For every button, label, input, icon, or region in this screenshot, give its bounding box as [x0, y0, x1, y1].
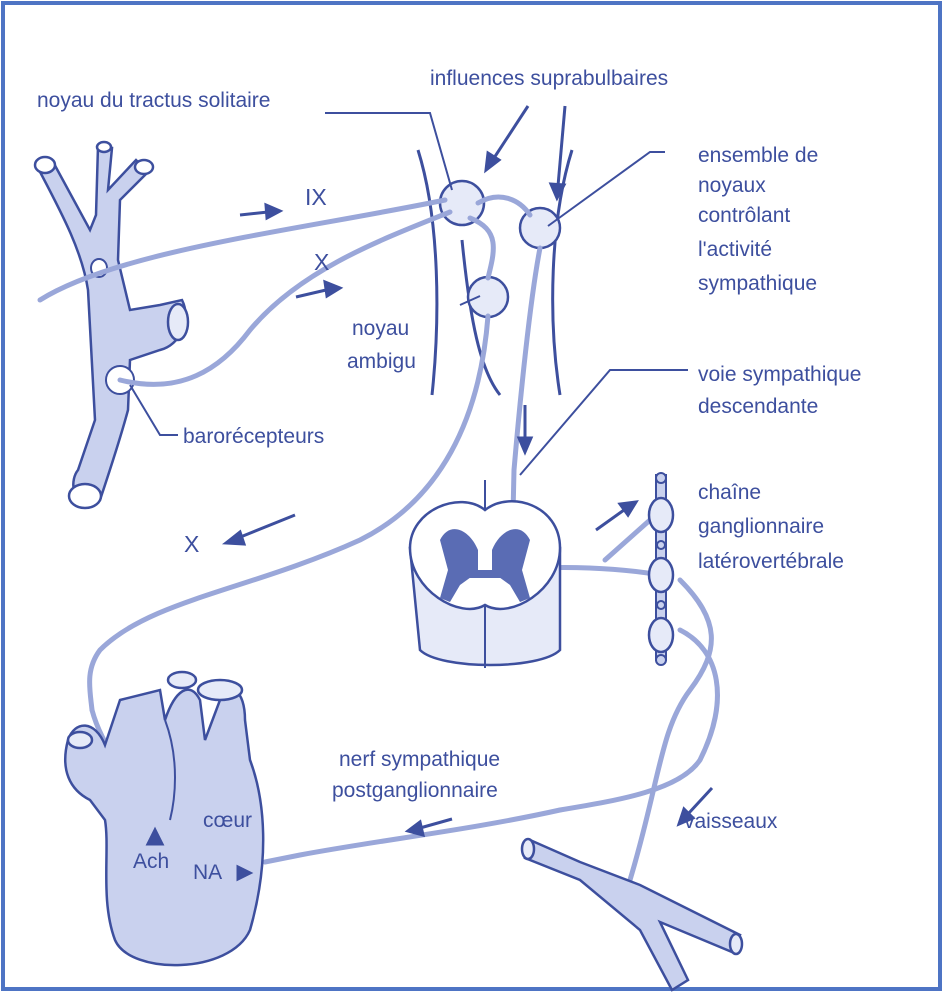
- label-coeur: cœur: [203, 809, 252, 832]
- label-noyau-ambigu-1: noyau: [352, 317, 409, 340]
- label-ensemble-2: noyaux: [698, 174, 766, 197]
- label-chaine-3: latérovertébrale: [698, 550, 844, 573]
- blood-vessel: [522, 839, 742, 990]
- label-ensemble-1: ensemble de: [698, 144, 818, 167]
- label-vaisseaux: vaisseaux: [684, 810, 778, 833]
- label-ach: Ach: [133, 850, 169, 873]
- label-barorecepteurs: barorécepteurs: [183, 425, 324, 448]
- carotid-artery: [35, 142, 188, 508]
- label-influences: influences suprabulbaires: [430, 67, 668, 90]
- label-x-upper: X: [314, 249, 329, 275]
- brainstem: [418, 150, 572, 395]
- label-noyau-ambigu-2: ambigu: [347, 350, 416, 373]
- label-chaine-2: ganglionnaire: [698, 515, 824, 538]
- label-nerf-1: nerf sympathique: [339, 748, 500, 771]
- label-voie-2: descendante: [698, 395, 818, 418]
- label-noyau-tractus: noyau du tractus solitaire: [37, 89, 270, 112]
- label-voie-1: voie sympathique: [698, 363, 861, 386]
- label-ix: IX: [305, 184, 327, 210]
- nucleus-ambiguus: [468, 277, 508, 317]
- ganglion-chain: [649, 473, 673, 665]
- label-na: NA: [193, 861, 222, 884]
- label-nerf-2: postganglionnaire: [332, 779, 498, 802]
- label-ensemble-5: sympathique: [698, 272, 817, 295]
- leader-lines: [130, 113, 688, 475]
- sympathetic-nuclei: [520, 208, 560, 248]
- label-ensemble-4: l'activité: [698, 238, 772, 261]
- label-x-lower: X: [184, 531, 199, 557]
- spinal-cord: [410, 480, 560, 668]
- label-ensemble-3: contrôlant: [698, 204, 790, 227]
- label-chaine-1: chaîne: [698, 481, 761, 504]
